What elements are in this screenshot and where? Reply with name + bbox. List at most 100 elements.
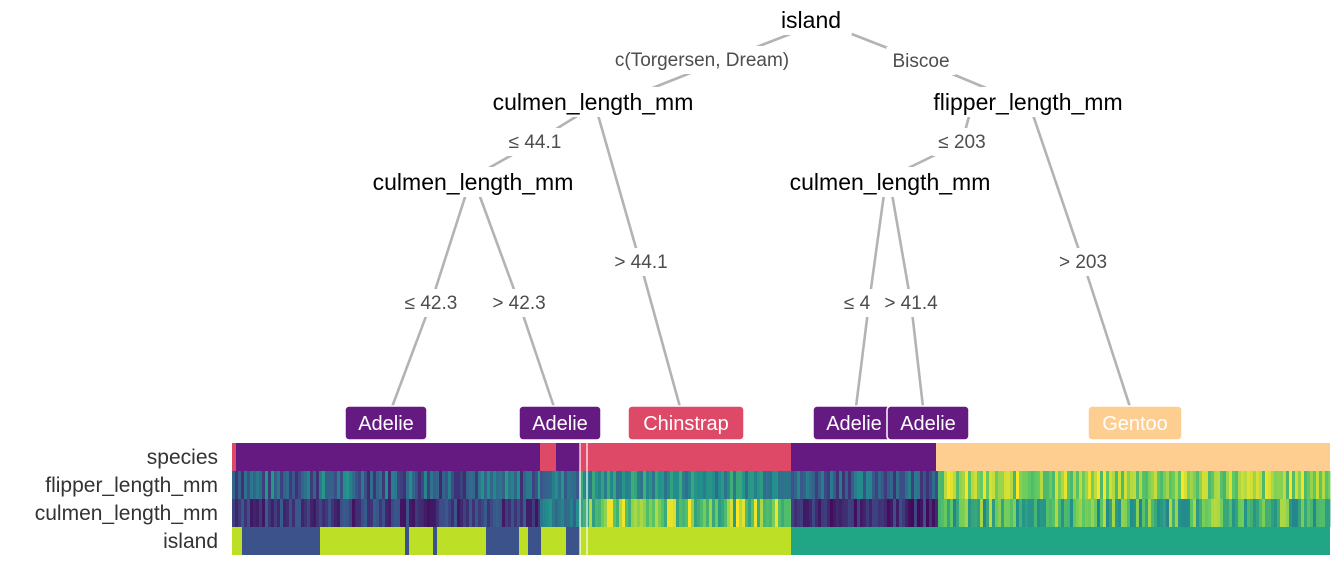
flipper-length-cell: [1187, 471, 1191, 499]
culmen-length-cell: [1268, 499, 1272, 527]
culmen-length-cell: [1085, 499, 1089, 527]
culmen-length-cell: [1079, 499, 1083, 527]
flipper-length-cell: [619, 471, 623, 499]
flipper-length-cell: [1238, 471, 1242, 499]
flipper-length-cell: [1145, 471, 1149, 499]
culmen-length-cell: [292, 499, 296, 527]
leaf-node-box: [518, 405, 602, 441]
culmen-length-cell: [253, 499, 257, 527]
flipper-length-cell: [962, 471, 966, 499]
culmen-length-cell: [881, 499, 885, 527]
flipper-length-cell: [601, 471, 605, 499]
culmen-length-cell: [1178, 499, 1182, 527]
flipper-length-cell: [502, 471, 506, 499]
culmen-length-cell: [316, 499, 320, 527]
culmen-length-cell: [558, 499, 562, 527]
flipper-length-cell: [394, 471, 398, 499]
flipper-length-cell: [595, 471, 599, 499]
culmen-length-cell: [523, 499, 527, 527]
flipper-length-cell: [478, 471, 482, 499]
flipper-length-cell: [610, 471, 614, 499]
flipper-length-cell: [1076, 471, 1080, 499]
island-cell: [495, 527, 519, 555]
culmen-length-cell: [757, 499, 761, 527]
culmen-length-cell: [818, 499, 822, 527]
culmen-length-cell: [487, 499, 491, 527]
flipper-length-cell: [941, 471, 945, 499]
culmen-length-cell: [526, 499, 530, 527]
flipper-length-cell: [259, 471, 263, 499]
culmen-length-cell: [884, 499, 888, 527]
flipper-length-cell: [1181, 471, 1185, 499]
culmen-length-cell: [1271, 499, 1275, 527]
species-cell: [540, 443, 556, 471]
culmen-length-cell: [1055, 499, 1059, 527]
edge-label: ≤ 203: [938, 132, 985, 153]
culmen-length-cell: [367, 499, 371, 527]
flipper-length-cell: [1001, 471, 1005, 499]
culmen-length-cell: [902, 499, 906, 527]
flipper-length-cell: [673, 471, 677, 499]
culmen-length-cell: [1256, 499, 1260, 527]
flipper-length-cell: [1157, 471, 1161, 499]
flipper-length-cell: [742, 471, 746, 499]
flipper-length-cell: [598, 471, 602, 499]
flipper-length-cell: [887, 471, 891, 499]
flipper-length-cell: [1028, 471, 1032, 499]
flipper-length-cell: [655, 471, 659, 499]
leaf-node-label: Adelie: [358, 413, 414, 435]
culmen-length-cell: [791, 499, 795, 527]
culmen-length-cell: [484, 499, 488, 527]
flipper-length-cell: [902, 471, 906, 499]
flipper-length-cell: [989, 471, 993, 499]
edge-label-background: [606, 248, 676, 276]
flipper-length-cell: [340, 471, 344, 499]
flipper-length-cell: [631, 471, 635, 499]
flipper-length-cell: [938, 471, 942, 499]
flipper-length-cell: [241, 471, 245, 499]
culmen-length-cell: [412, 499, 416, 527]
culmen-length-cell: [403, 499, 407, 527]
flipper-length-cell: [1241, 471, 1245, 499]
culmen-length-cell: [508, 499, 512, 527]
culmen-length-cell: [1019, 499, 1023, 527]
flipper-length-cell: [718, 471, 722, 499]
flipper-length-cell: [463, 471, 467, 499]
island-cell: [528, 527, 541, 555]
culmen-length-cell: [836, 499, 840, 527]
culmen-length-cell: [355, 499, 359, 527]
culmen-length-cell: [448, 499, 452, 527]
flipper-length-cell: [1091, 471, 1095, 499]
flipper-length-cell: [1223, 471, 1227, 499]
culmen-length-cell: [235, 499, 239, 527]
culmen-length-cell: [875, 499, 879, 527]
culmen-length-cell: [1262, 499, 1266, 527]
flipper-length-cell: [535, 471, 539, 499]
culmen-length-cell: [391, 499, 395, 527]
culmen-length-cell: [854, 499, 858, 527]
culmen-length-cell: [971, 499, 975, 527]
culmen-length-cell: [256, 499, 260, 527]
island-cell: [437, 527, 443, 555]
flipper-length-cell: [751, 471, 755, 499]
culmen-length-cell: [1130, 499, 1134, 527]
culmen-length-cell: [625, 499, 629, 527]
island-cell: [541, 527, 566, 555]
culmen-length-cell: [1322, 499, 1326, 527]
culmen-length-cell: [1151, 499, 1155, 527]
culmen-length-cell: [388, 499, 392, 527]
flipper-length-cell: [1100, 471, 1104, 499]
culmen-length-cell: [956, 499, 960, 527]
flipper-length-cell: [1007, 471, 1011, 499]
culmen-length-cell: [842, 499, 846, 527]
flipper-length-cell: [517, 471, 521, 499]
flipper-length-cell: [968, 471, 972, 499]
flipper-length-cell: [1307, 471, 1311, 499]
flipper-length-cell: [436, 471, 440, 499]
flipper-length-cell: [983, 471, 987, 499]
culmen-length-cell: [1202, 499, 1206, 527]
culmen-length-cell: [1049, 499, 1053, 527]
flipper-length-cell: [1169, 471, 1173, 499]
flipper-length-cell: [881, 471, 885, 499]
